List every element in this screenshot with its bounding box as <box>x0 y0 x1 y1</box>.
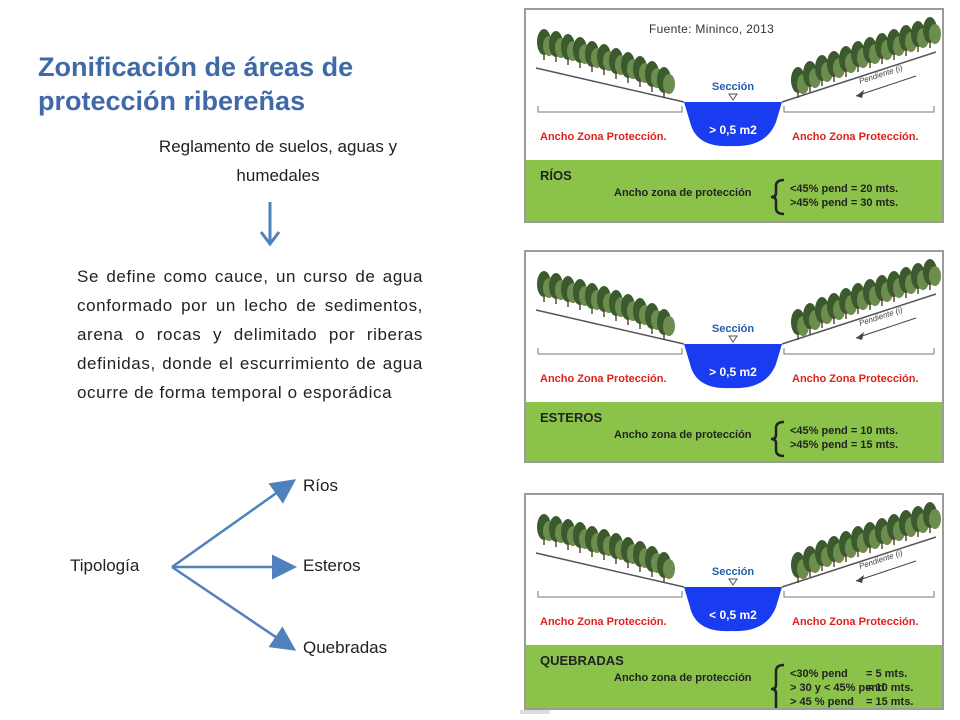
typology-branch-rios: Ríos <box>303 476 338 495</box>
zone-right-label: Ancho Zona Protección. <box>792 616 919 628</box>
rule-item: <45% pend = 20 mts. <box>790 183 898 195</box>
flow-label: > 0,5 m2 <box>709 123 757 137</box>
category-label: RÍOS <box>540 168 572 183</box>
section-label: Sección <box>712 323 754 335</box>
tree-icon <box>657 552 675 583</box>
zone-left-label: Ancho Zona Protección. <box>540 131 667 143</box>
category-label: ESTEROS <box>540 410 602 425</box>
rule-label: Ancho zona de protección <box>614 672 752 684</box>
rule-value: = 5 mts. <box>866 668 907 680</box>
water-section <box>684 587 782 632</box>
tree-icon <box>803 61 821 92</box>
category-band <box>526 645 942 708</box>
definition-text: Se define como cauce, un curso de agua c… <box>77 267 423 402</box>
water-section <box>684 102 782 147</box>
flow-label: < 0,5 m2 <box>709 608 757 622</box>
rule-value: = 10 mts. <box>866 682 913 694</box>
rule-item: > 45 % pend <box>790 696 854 708</box>
zone-right-label: Ancho Zona Protección. <box>792 373 919 385</box>
brace-icon <box>770 420 785 458</box>
zone-left-label: Ancho Zona Protección. <box>540 373 667 385</box>
zone-left-label: Ancho Zona Protección. <box>540 616 667 628</box>
tree-icon <box>923 502 941 533</box>
tree-icon <box>827 293 845 324</box>
subtitle: Reglamento de suelos, aguas y humedales <box>158 137 398 185</box>
tree-icon <box>863 279 881 310</box>
typology-root: Tipología <box>70 556 140 575</box>
rule-item: >45% pend = 30 mts. <box>790 197 898 209</box>
rule-item: > 30 y < 45% pend <box>790 682 885 694</box>
rule-item: >45% pend = 15 mts. <box>790 439 898 451</box>
category-band <box>526 160 942 221</box>
zone-right-label: Ancho Zona Protección. <box>792 131 919 143</box>
rule-item: <30% pend <box>790 668 848 680</box>
tree-icon <box>899 510 917 541</box>
section-label: Sección <box>712 566 754 578</box>
water-section <box>684 344 782 389</box>
page-title: Zonificación de áreas de protección ribe… <box>38 52 354 116</box>
rule-label: Ancho zona de protección <box>614 187 752 199</box>
category-band <box>526 402 942 461</box>
typology-branch-quebradas: Quebradas <box>303 638 388 657</box>
section-label: Sección <box>712 81 754 93</box>
tree-icon <box>815 297 833 328</box>
category-label: QUEBRADAS <box>540 653 624 668</box>
tree-icon <box>923 259 941 290</box>
typology-arrows <box>171 479 297 651</box>
brace-icon <box>770 663 785 708</box>
typology-branch-esteros: Esteros <box>303 556 361 575</box>
tree-icon <box>657 309 675 340</box>
typology-tree: Tipología Ríos Esteros Quebradas <box>60 470 440 670</box>
rule-value: = 15 mts. <box>866 696 913 708</box>
tree-icon <box>887 514 905 545</box>
flow-label: > 0,5 m2 <box>709 365 757 379</box>
down-arrow-icon <box>259 202 281 247</box>
rule-item: <45% pend = 10 mts. <box>790 425 898 437</box>
divider <box>520 710 550 714</box>
source-caption: Fuente: Mininco, 2013 <box>649 22 775 36</box>
tree-icon <box>827 51 845 82</box>
tree-icon <box>923 17 941 48</box>
rule-label: Ancho zona de protección <box>614 429 752 441</box>
tree-icon <box>657 67 675 98</box>
brace-icon <box>770 178 785 216</box>
